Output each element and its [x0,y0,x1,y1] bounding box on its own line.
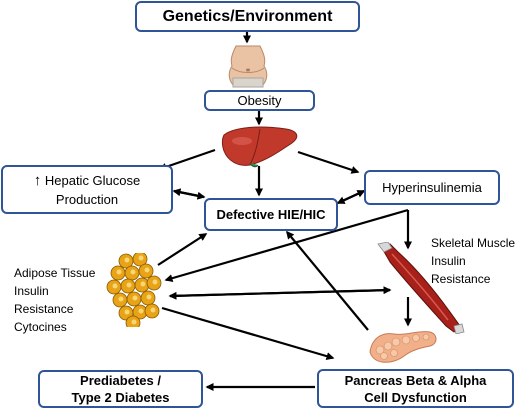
muscle-image [377,242,465,334]
arrow-adipose-to-defective [157,233,208,266]
prediabetes-line2: Type 2 Diabetes [71,390,170,405]
pancreas-image [369,331,437,363]
fat-cell-nucleus [124,309,130,315]
adipose-label-line: Insulin [14,284,49,298]
hepatic-glucose-box: ↑ Hepatic Glucose Production [1,165,173,214]
hepatic-line2: Production [55,191,119,207]
pancreas-line1: Pancreas Beta & Alpha [344,372,487,388]
fat-cell-nucleus [132,295,138,301]
obesity-box: Obesity [204,90,315,111]
skeletal-label-line: Resistance [431,272,491,286]
pancreas-line2: Cell Dysfunction [364,389,467,405]
adipose-label: Adipose Tissue Insulin Resistance Cytoci… [14,264,95,336]
adipose-cells-image [106,253,162,327]
defective-label: Defective HIE/HIC [216,207,326,222]
liver-image [222,126,298,168]
fat-cell-nucleus [131,319,137,325]
genetics-environment-label: Genetics/Environment [162,7,333,25]
fat-cell-nucleus [146,294,152,300]
prediabetes-line1: Prediabetes / [80,373,161,388]
adipose-label-line: Cytocines [14,320,67,334]
fat-cell-nucleus [144,267,150,273]
genetics-environment-box: Genetics/Environment [135,1,360,32]
hepatic-line1: Hepatic Glucose [44,172,141,188]
hyperinsulinemia-label: Hyperinsulinemia [382,180,482,195]
fat-cell-nucleus [118,296,124,302]
skeletal-label-line: Insulin [431,254,466,268]
fat-cell-nucleus [124,257,130,263]
arrow-hyper-to-adipose [164,208,409,283]
arrow-liver-to-hyperinsulinemia [297,150,360,174]
adipose-label-line: Adipose Tissue [14,266,96,280]
fat-cell-nucleus [138,255,144,261]
adipose-label-line: Resistance [14,302,74,316]
skeletal-label-line: Skeletal Muscle [431,236,516,250]
arrow-pancreas-to-defective [286,230,369,331]
pancreas-dysfunction-box: Pancreas Beta & Alpha Cell Dysfunction [317,369,514,408]
fat-cell-nucleus [112,283,118,289]
fat-cell-nucleus [126,282,132,288]
skeletal-muscle-label: Skeletal Muscle Insulin Resistance [431,234,515,288]
arrow-adipose-to-pancreas [161,306,335,361]
fat-cell-nucleus [116,269,122,275]
arrow-adipose-muscle-b [168,288,391,300]
prediabetes-box: Prediabetes / Type 2 Diabetes [38,370,203,408]
fat-cell-nucleus [140,281,146,287]
fat-cell-nucleus [138,308,144,314]
obesity-label: Obesity [237,93,282,108]
obese-torso-image [228,45,268,88]
fat-cell-nucleus [152,279,158,285]
fat-cell-nucleus [130,269,136,275]
arrow-hepatic-defective-b [172,188,205,199]
up-arrow-icon: ↑ [33,171,42,189]
arrow-hyper-defective-b [336,190,365,204]
hyperinsulinemia-box: Hyperinsulinemia [364,170,500,205]
fat-cell-nucleus [150,307,156,313]
defective-hie-hic-box: Defective HIE/HIC [204,198,338,231]
